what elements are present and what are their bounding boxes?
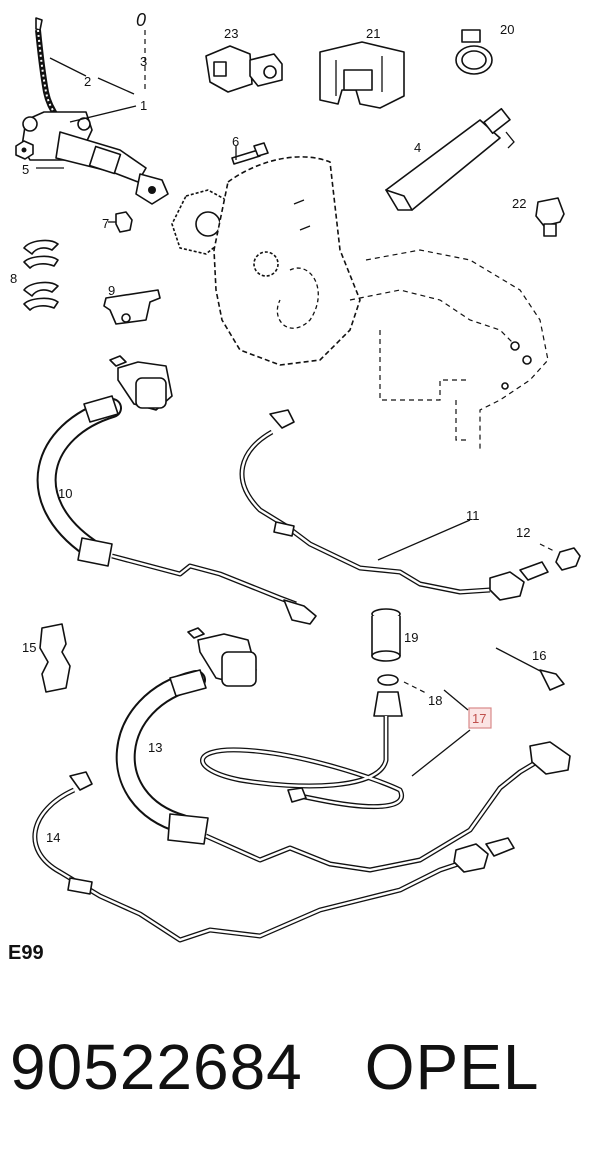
callout-16: 16 <box>532 648 546 663</box>
callout-13: 13 <box>148 740 162 755</box>
part-4-actuator <box>385 107 515 211</box>
callout-4: 4 <box>414 140 421 155</box>
callout-2: 2 <box>84 74 91 89</box>
leader-lines-lower <box>377 519 557 777</box>
part-10-hose-assembly <box>36 355 317 625</box>
callout-7: 7 <box>102 216 109 231</box>
part-12-plug <box>555 547 581 571</box>
part-1-master-cylinder <box>21 17 169 205</box>
leader-lines-top <box>36 57 237 223</box>
part-17-pipe <box>200 691 404 809</box>
part-23-elbow-fitting <box>205 45 283 93</box>
callout-17: 17 <box>472 711 486 726</box>
callout-11: 11 <box>466 508 480 523</box>
callout-18: 18 <box>428 693 442 708</box>
callout-22: 22 <box>512 196 526 211</box>
gasket <box>171 189 231 255</box>
part-15-clip <box>39 623 71 693</box>
part-20-hose-clamp <box>455 29 493 75</box>
callout-8: 8 <box>10 271 17 286</box>
part-6-bolt <box>231 142 269 165</box>
callout-3: 3 <box>140 54 147 69</box>
part-18-o-ring <box>377 674 399 686</box>
callout-10: 10 <box>58 486 72 501</box>
callout-14: 14 <box>46 830 60 845</box>
callout-15: 15 <box>22 640 36 655</box>
callout-21: 21 <box>366 26 380 41</box>
part-5-nut <box>15 140 34 160</box>
callout-20: 20 <box>500 22 514 37</box>
part-number-line: 90522684 OPEL <box>10 1030 540 1104</box>
callout-12: 12 <box>516 525 530 540</box>
part-9-bracket-clip <box>103 289 161 325</box>
part-21-clamp <box>319 41 405 109</box>
part-11-pipe <box>239 409 549 601</box>
callout-9: 9 <box>108 283 115 298</box>
callout-5: 5 <box>22 162 29 177</box>
engine-plate <box>213 156 361 366</box>
part-8-clips <box>23 239 59 311</box>
part-number: 90522684 <box>10 1031 303 1103</box>
part-22-bleed-valve <box>535 197 565 237</box>
callout-1: 1 <box>140 98 147 113</box>
callout-23: 23 <box>224 26 238 41</box>
callout-19: 19 <box>404 630 418 645</box>
part-14-pipe <box>32 771 515 943</box>
callout-0: 0 <box>136 10 146 30</box>
section-code: E99 <box>8 942 44 964</box>
brand-name: OPEL <box>364 1031 540 1103</box>
callout-6: 6 <box>232 134 239 149</box>
part-7-clip <box>115 211 133 233</box>
part-13-hose-assembly <box>115 627 571 873</box>
part-19-cap <box>371 608 401 662</box>
part-16-rivet <box>495 647 565 691</box>
gearbox-housing <box>349 249 549 450</box>
callout-17-highlight[interactable]: 17 <box>468 707 492 729</box>
